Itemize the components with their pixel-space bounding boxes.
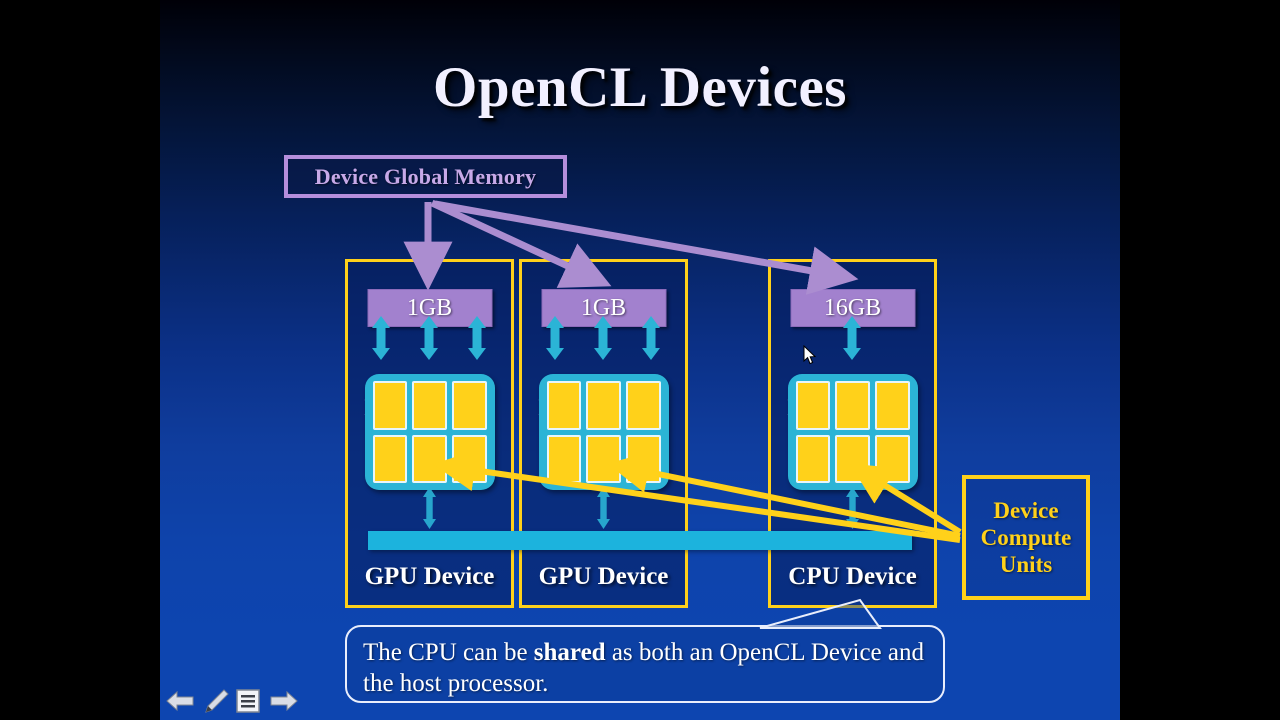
device-cpu-3: Device Compute Units 16GB CPU Device: [768, 259, 937, 608]
system-bus-bar: [368, 531, 912, 550]
device-3-compute-unit-grid: [795, 381, 910, 483]
device-compute-units-label: Device Compute Units: [981, 497, 1072, 578]
dcu-line-1: Device: [993, 497, 1059, 523]
device-global-memory-label: Device Global Memory: [314, 163, 537, 189]
device-gpu-2: Device Compute Units 1GB GPU Device: [519, 259, 688, 608]
compute-unit: [835, 434, 870, 483]
compute-unit: [586, 381, 621, 430]
caption-bold-word: shared: [533, 639, 606, 666]
slide-canvas: OpenCL Devices Device Global Memory Devi…: [160, 0, 1120, 720]
compute-unit: [874, 381, 910, 430]
device-gpu-1: Device Compute Units 1GB GPU Device: [345, 259, 514, 608]
compute-unit: [546, 434, 582, 483]
compute-unit: [451, 434, 487, 483]
compute-unit: [412, 434, 447, 483]
compute-unit: [625, 434, 661, 483]
compute-unit: [412, 381, 447, 430]
menu-icon: [236, 689, 260, 713]
caption-part-2: as both an OpenCL Device and the host pr…: [363, 639, 924, 698]
previous-slide-button[interactable]: [164, 686, 196, 716]
device-2-compute-units-group: [538, 374, 669, 490]
device-3-memory-block: 16GB: [790, 289, 915, 327]
next-slide-button[interactable]: [268, 686, 300, 716]
compute-unit: [874, 434, 910, 483]
caption-part-1: The CPU can be: [363, 639, 534, 666]
arrow-left-icon: [166, 690, 194, 712]
compute-unit: [835, 381, 870, 430]
device-compute-units-callout: Device Compute Units: [962, 475, 1090, 600]
device-1-memory-label: 1GB: [406, 294, 453, 321]
compute-unit: [372, 381, 408, 430]
compute-unit: [451, 381, 487, 430]
device-1-label: GPU Device: [364, 563, 495, 590]
caption-text: The CPU can be shared as both an OpenCL …: [363, 637, 927, 700]
compute-unit: [586, 434, 621, 483]
device-2-label: GPU Device: [538, 563, 669, 590]
device-2-memory-label: 1GB: [580, 294, 627, 321]
pen-icon: [205, 689, 229, 713]
device-global-memory-box: Device Global Memory: [284, 155, 567, 198]
mouse-cursor: [803, 345, 817, 365]
device-3-label: CPU Device: [788, 563, 917, 590]
compute-unit: [795, 434, 831, 483]
device-3-memory-label: 16GB: [823, 294, 882, 321]
compute-unit: [795, 381, 831, 430]
slide-menu-button[interactable]: [232, 686, 264, 716]
compute-unit: [625, 381, 661, 430]
device-1-compute-units-group: [364, 374, 495, 490]
device-1-memory-block: 1GB: [367, 289, 492, 327]
arrow-right-icon: [270, 690, 298, 712]
pen-tool-button[interactable]: [200, 686, 232, 716]
device-1-compute-unit-grid: [372, 381, 487, 483]
presenter-toolbar[interactable]: [164, 686, 304, 718]
compute-unit: [546, 381, 582, 430]
device-2-compute-unit-grid: [546, 381, 661, 483]
caption-bubble: The CPU can be shared as both an OpenCL …: [345, 625, 945, 703]
compute-unit: [372, 434, 408, 483]
device-2-memory-block: 1GB: [541, 289, 666, 327]
page-title: OpenCL Devices: [433, 56, 847, 119]
device-3-compute-units-group: [787, 374, 918, 490]
dcu-line-3: Units: [999, 552, 1053, 578]
dcu-line-2: Compute: [980, 524, 1072, 550]
